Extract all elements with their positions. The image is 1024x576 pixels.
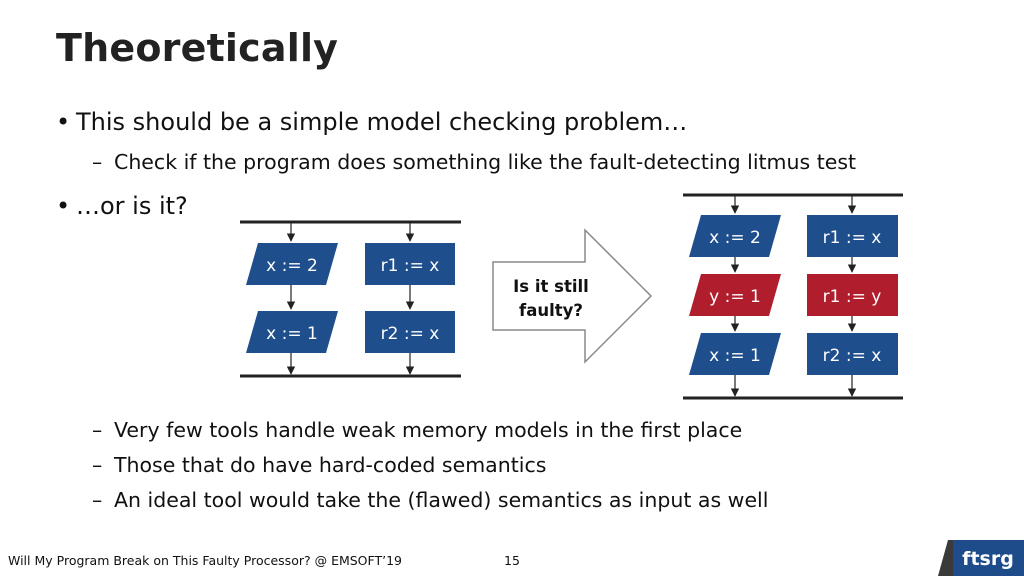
read-r1-y-box (807, 274, 898, 316)
read-r2-x-box (365, 311, 455, 353)
bullet-2-text: …or is it? (76, 192, 188, 220)
logo-background (953, 540, 1024, 576)
bullet-2-sub-1: –Very few tools handle weak memory model… (92, 418, 742, 442)
bullet-2-sub-2: –Those that do have hard-coded semantics (92, 453, 546, 477)
read-r1-y-label: r1 := y (823, 287, 882, 307)
transformation-arrow: Is it still faulty? (492, 228, 653, 364)
write-x-1-box (246, 311, 338, 353)
read-r2-x-box (807, 333, 898, 375)
read-r1-x-label: r1 := x (823, 228, 882, 248)
arrow-label-line-2: faulty? (519, 301, 583, 320)
bullet-2-sub-1-text: Very few tools handle weak memory models… (114, 418, 743, 442)
bullet-2: •…or is it? (56, 192, 188, 220)
bullet-1-sub-1: –Check if the program does something lik… (92, 150, 856, 174)
block-arrow-shape (492, 228, 653, 364)
write-x-1-box (689, 333, 781, 375)
right-litmus-diagram: x := 2 y := 1 x := 1 r1 := x r1 := y r2 … (683, 193, 903, 400)
footer-decoration: ftsrg (938, 540, 1024, 576)
footer-title: Will My Program Break on This Faulty Pro… (8, 553, 403, 568)
read-r1-x-box (807, 215, 898, 257)
arrow-label-line-1: Is it still (513, 277, 589, 296)
write-x-2-box (246, 243, 338, 285)
write-x-2-label: x := 2 (266, 256, 318, 276)
write-x-1-label: x := 1 (266, 324, 318, 344)
read-r1-x-label: r1 := x (381, 256, 440, 276)
bullet-1-sub-1-text: Check if the program does something like… (114, 150, 857, 174)
write-y-1-label: y := 1 (709, 287, 761, 307)
sub-dash: – (92, 418, 103, 442)
bullet-dot: • (56, 108, 71, 136)
sub-dash: – (92, 453, 103, 477)
page-number: 15 (504, 553, 520, 568)
bullet-2-sub-2-text: Those that do have hard-coded semantics (114, 453, 547, 477)
write-y-1-box (689, 274, 781, 316)
read-r2-x-label: r2 := x (823, 346, 882, 366)
read-r2-x-label: r2 := x (381, 324, 440, 344)
bullet-dot: • (56, 192, 71, 220)
slide-title: Theoretically (56, 26, 339, 70)
bullet-2-sub-3-text: An ideal tool would take the (flawed) se… (114, 488, 769, 512)
write-x-2-box (689, 215, 781, 257)
sub-dash: – (92, 488, 103, 512)
read-r1-x-box (365, 243, 455, 285)
left-litmus-diagram: x := 2 x := 1 r1 := x r2 := x (240, 220, 461, 378)
bullet-1-text: This should be a simple model checking p… (76, 108, 688, 136)
bullet-2-sub-3: –An ideal tool would take the (flawed) s… (92, 488, 768, 512)
ftsrg-logo: ftsrg (962, 548, 1014, 570)
bullet-1: •This should be a simple model checking … (56, 108, 687, 136)
sub-dash: – (92, 150, 103, 174)
write-x-1-label: x := 1 (709, 346, 761, 366)
write-x-2-label: x := 2 (709, 228, 761, 248)
